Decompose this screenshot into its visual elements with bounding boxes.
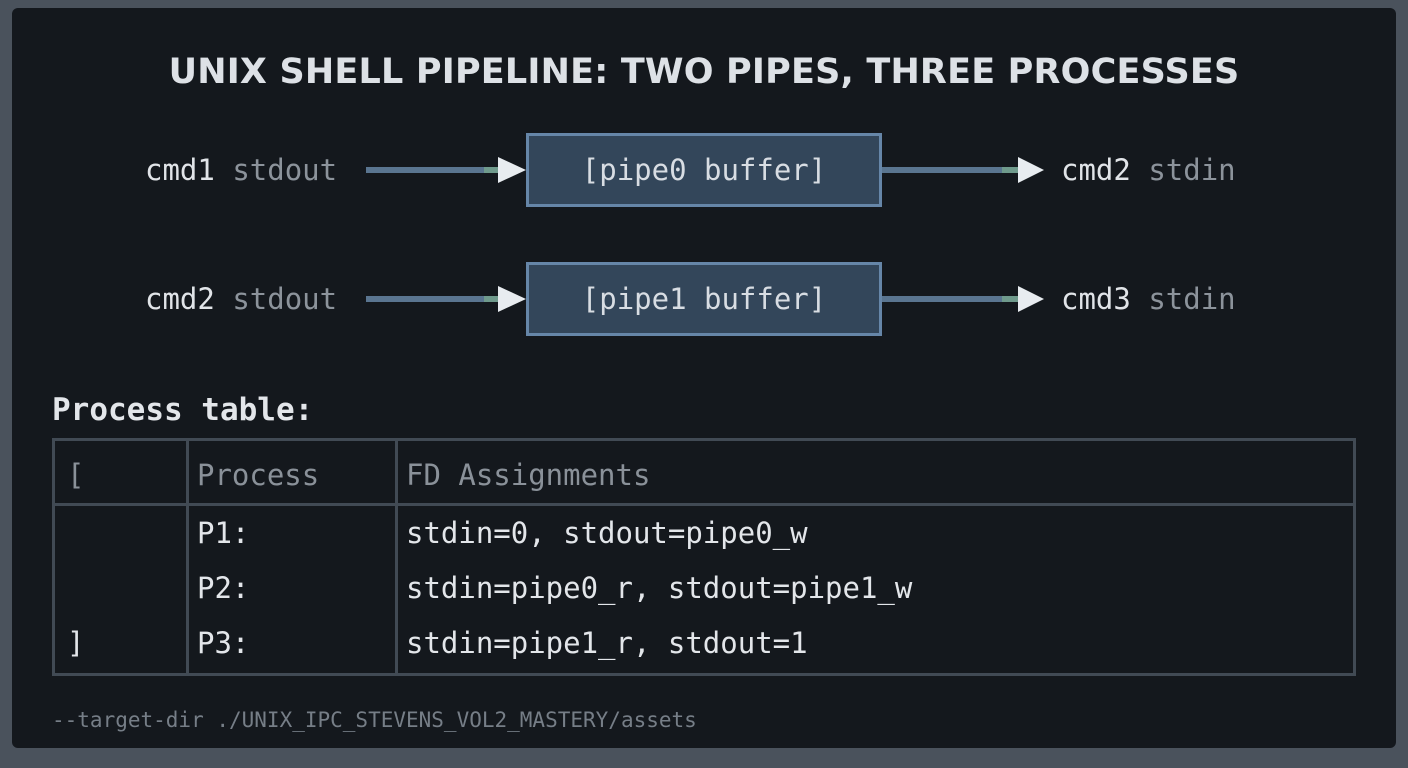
table-row-3-process: P3:: [197, 626, 250, 660]
table-open-bracket: [: [67, 458, 85, 492]
table-row-2-fds: stdin=pipe0_r, stdout=pipe1_w: [406, 571, 913, 605]
pipe1-source-stream: stdout: [232, 282, 338, 316]
pipe0-out-arrow: [882, 157, 1044, 183]
table-close-bracket: ]: [67, 626, 85, 660]
pipe1-dest-cmd: cmd3: [1061, 282, 1131, 316]
column-header-fd-assignments: FD Assignments: [406, 458, 651, 492]
table-row-1-process: P1:: [197, 516, 250, 550]
pipe1-source: cmd2 stdout: [145, 282, 337, 316]
table-row-2-process: P2:: [197, 571, 250, 605]
table-divider-1: [186, 441, 189, 673]
table-row-3-fds: stdin=pipe1_r, stdout=1: [406, 626, 808, 660]
pipe0-in-arrow: [366, 157, 526, 183]
table-header-divider: [55, 503, 1353, 506]
pipe1-dest: cmd3 stdin: [1061, 282, 1236, 316]
pipe0-dest-stream: stdin: [1148, 153, 1236, 187]
pipe-row-0: cmd1 stdout [pipe0 buffer] cmd2 stdin: [12, 133, 1396, 207]
process-table-label: Process table:: [52, 392, 314, 428]
pipe0-source-cmd: cmd1: [145, 153, 215, 187]
pipe0-dest: cmd2 stdin: [1061, 153, 1236, 187]
pipe1-in-arrow: [366, 286, 526, 312]
diagram-panel: UNIX SHELL PIPELINE: TWO PIPES, THREE PR…: [12, 8, 1396, 748]
pipe0-buffer: [pipe0 buffer]: [526, 133, 882, 207]
pipe0-source-stream: stdout: [232, 153, 338, 187]
pipe0-source: cmd1 stdout: [145, 153, 337, 187]
column-header-process: Process: [197, 458, 320, 492]
pipe1-buffer: [pipe1 buffer]: [526, 262, 882, 336]
pipe1-out-arrow: [882, 286, 1044, 312]
table-row-1-fds: stdin=0, stdout=pipe0_w: [406, 516, 808, 550]
pipe1-source-cmd: cmd2: [145, 282, 215, 316]
process-table: [ Process FD Assignments P1: stdin=0, st…: [52, 438, 1356, 676]
pipe1-dest-stream: stdin: [1148, 282, 1236, 316]
pipe-row-1: cmd2 stdout [pipe1 buffer] cmd3 stdin: [12, 262, 1396, 336]
table-divider-2: [395, 441, 398, 673]
diagram-title: UNIX SHELL PIPELINE: TWO PIPES, THREE PR…: [168, 52, 1240, 92]
pipe0-dest-cmd: cmd2: [1061, 153, 1131, 187]
footer-command: --target-dir ./UNIX_IPC_STEVENS_VOL2_MAS…: [52, 708, 697, 732]
